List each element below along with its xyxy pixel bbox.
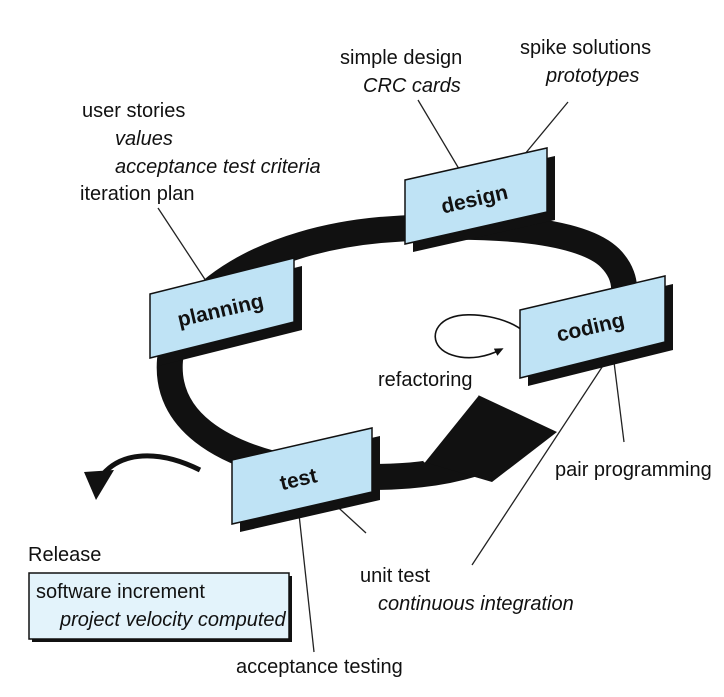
- cycle-arrowhead-edge: [423, 394, 479, 463]
- stage-design: design: [404, 147, 555, 252]
- stage-planning: planning: [149, 257, 302, 366]
- leader-acceptance-testing: [296, 495, 315, 653]
- release-project-velocity: project velocity computed: [59, 609, 287, 631]
- leader-continuous-integration: [471, 354, 611, 566]
- note-crc-cards: CRC cards: [363, 75, 461, 97]
- release-arrow: [97, 453, 202, 480]
- note-simple-design: simple design: [340, 47, 462, 69]
- note-iteration-plan: iteration plan: [80, 183, 195, 205]
- note-prototypes: prototypes: [545, 65, 639, 87]
- leader-planning: [157, 207, 209, 285]
- release-title: Release: [28, 544, 101, 566]
- note-values: values: [115, 128, 173, 150]
- note-user-stories: user stories: [82, 100, 185, 122]
- refactoring-loop: [434, 314, 525, 359]
- cycle-arrowhead: [424, 395, 557, 482]
- note-acceptance-test-criteria: acceptance test criteria: [115, 156, 321, 178]
- note-acceptance-testing: acceptance testing: [236, 656, 403, 678]
- release-arrowhead: [84, 470, 114, 500]
- note-unit-test: unit test: [360, 565, 430, 587]
- stage-test: test: [231, 427, 380, 532]
- release-box: software increment project velocity comp…: [28, 572, 292, 642]
- note-continuous-integration: continuous integration: [378, 593, 574, 615]
- release-software-increment: software increment: [36, 581, 205, 603]
- note-pair-programming: pair programming: [555, 459, 712, 481]
- note-refactoring: refactoring: [378, 369, 473, 391]
- note-spike-solutions: spike solutions: [520, 37, 651, 59]
- stage-coding: coding: [519, 275, 673, 386]
